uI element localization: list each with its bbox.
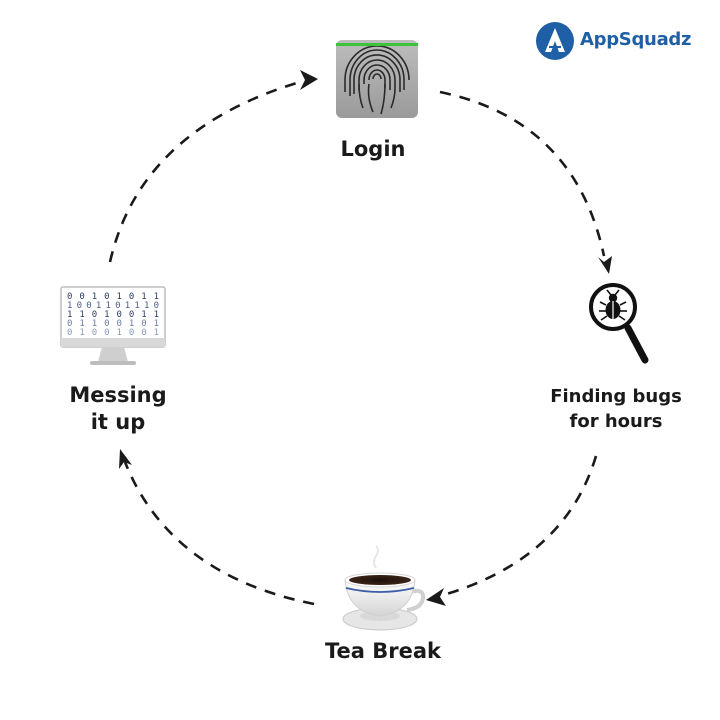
login-label-text: Login — [340, 137, 406, 161]
arrowhead-bugs — [598, 256, 612, 274]
brand-name: AppSquadz — [580, 29, 692, 50]
binary-line: 0 0 1 0 1 0 1 1 — [67, 292, 159, 302]
appsquadz-logo-icon — [536, 22, 574, 60]
arrow-tea-to-mess — [123, 461, 315, 606]
arrow-bugs-to-tea — [439, 455, 598, 598]
bugs-label-line2: for hours — [569, 410, 663, 432]
binary-line: 0 1 0 0 1 0 0 1 — [67, 328, 159, 338]
step-label-finding-bugs: Finding bugs for hours — [526, 385, 706, 435]
cycle-arrows — [108, 80, 606, 606]
step-label-login: Login — [300, 136, 446, 162]
fingerprint-icon — [336, 40, 418, 118]
arrowhead-login — [300, 70, 318, 90]
step-label-tea-break: Tea Break — [298, 638, 468, 664]
arrow-mess-to-login — [108, 80, 301, 263]
step-label-messing-it-up: Messing it up — [38, 382, 198, 437]
teacup-icon — [342, 545, 426, 631]
tea-label-text: Tea Break — [324, 639, 441, 663]
bug-magnifier-icon — [589, 283, 649, 364]
binary-line: 0 1 1 0 0 1 0 1 — [67, 319, 159, 329]
arrowhead-tea — [426, 588, 446, 606]
appsquadz-logo: AppSquadz — [534, 20, 704, 62]
binary-line: 1 0 0 1 1 0 1 1 1 0 — [67, 301, 159, 311]
arrow-login-to-bugs — [439, 90, 606, 257]
monitor-binary-icon: 0 0 1 0 1 0 1 1 1 0 0 1 1 0 1 1 1 0 1 1 … — [60, 286, 166, 365]
mess-label-line1: Messing — [69, 383, 167, 407]
bugs-label-line1: Finding bugs — [550, 386, 682, 407]
mess-label-line2: it up — [90, 410, 146, 435]
arrowhead-mess — [119, 449, 132, 469]
bug-icon — [599, 289, 627, 321]
binary-line: 1 1 0 1 0 0 1 1 — [67, 310, 159, 320]
